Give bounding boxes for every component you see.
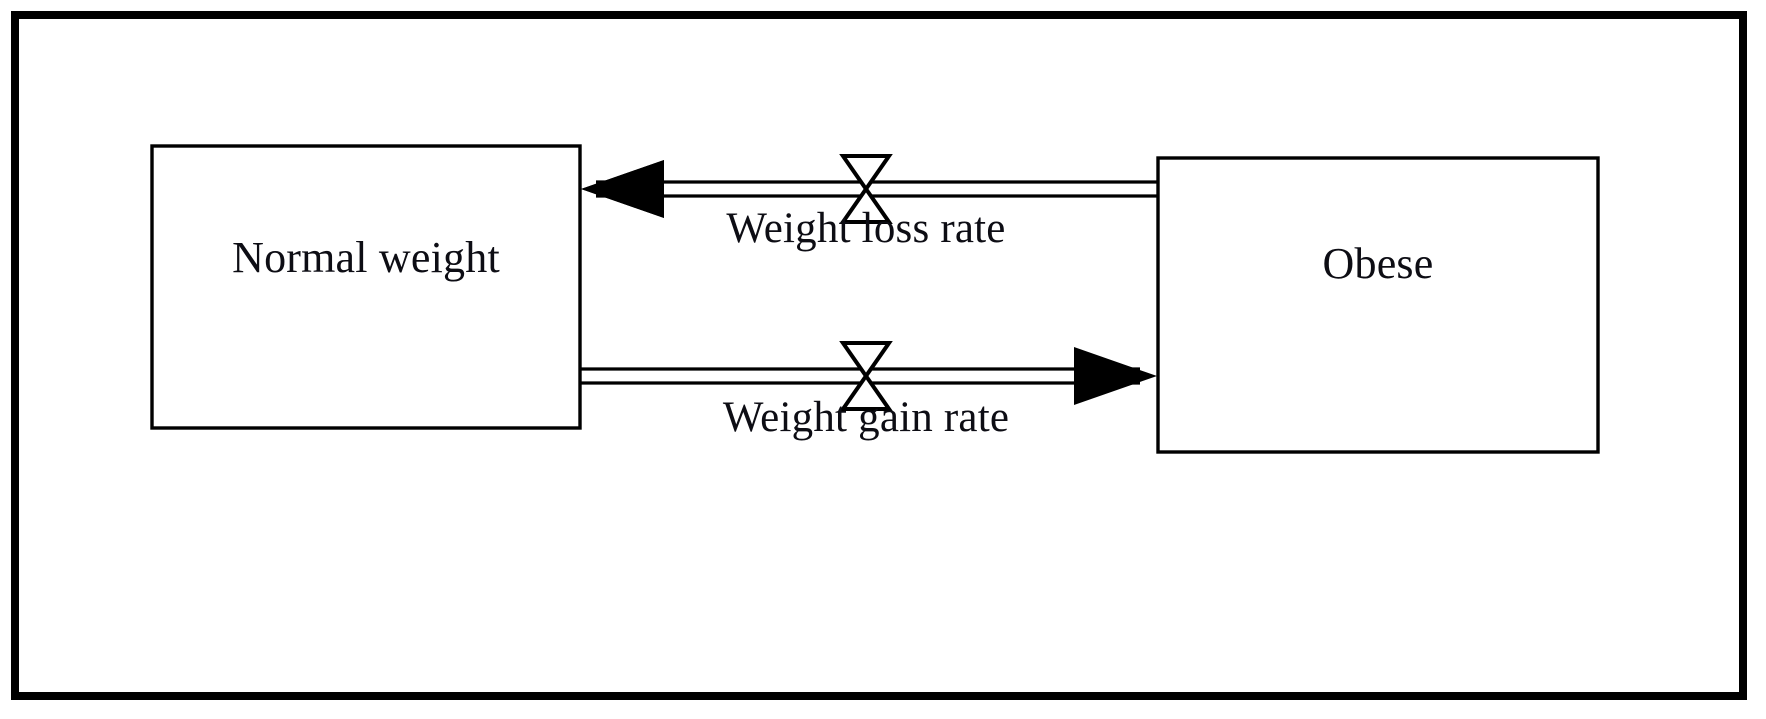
stock-label-obese: Obese xyxy=(1322,239,1434,288)
flow-weight-gain-rate[interactable] xyxy=(580,341,1157,411)
flow-label-weight-loss-rate: Weight loss rate xyxy=(726,205,1006,252)
valve-lower-triangle xyxy=(839,372,893,411)
flow-loss-valve-icon[interactable] xyxy=(839,154,893,224)
valve-upper-triangle xyxy=(839,154,893,193)
valve-lower-triangle xyxy=(839,185,893,224)
flow-gain-valve-icon[interactable] xyxy=(839,341,893,411)
stock-label-normal-weight: Normal weight xyxy=(232,233,500,282)
valve-upper-triangle xyxy=(839,341,893,380)
stock-box-obese[interactable] xyxy=(1156,156,1600,454)
flow-gain-arrowhead-icon xyxy=(1074,347,1157,405)
flow-loss-arrowhead-fill xyxy=(581,160,664,218)
stock-box-normal-weight[interactable] xyxy=(150,144,582,430)
flow-label-weight-gain-rate: Weight gain rate xyxy=(722,394,1010,441)
flow-weight-loss-rate[interactable] xyxy=(581,154,1158,224)
